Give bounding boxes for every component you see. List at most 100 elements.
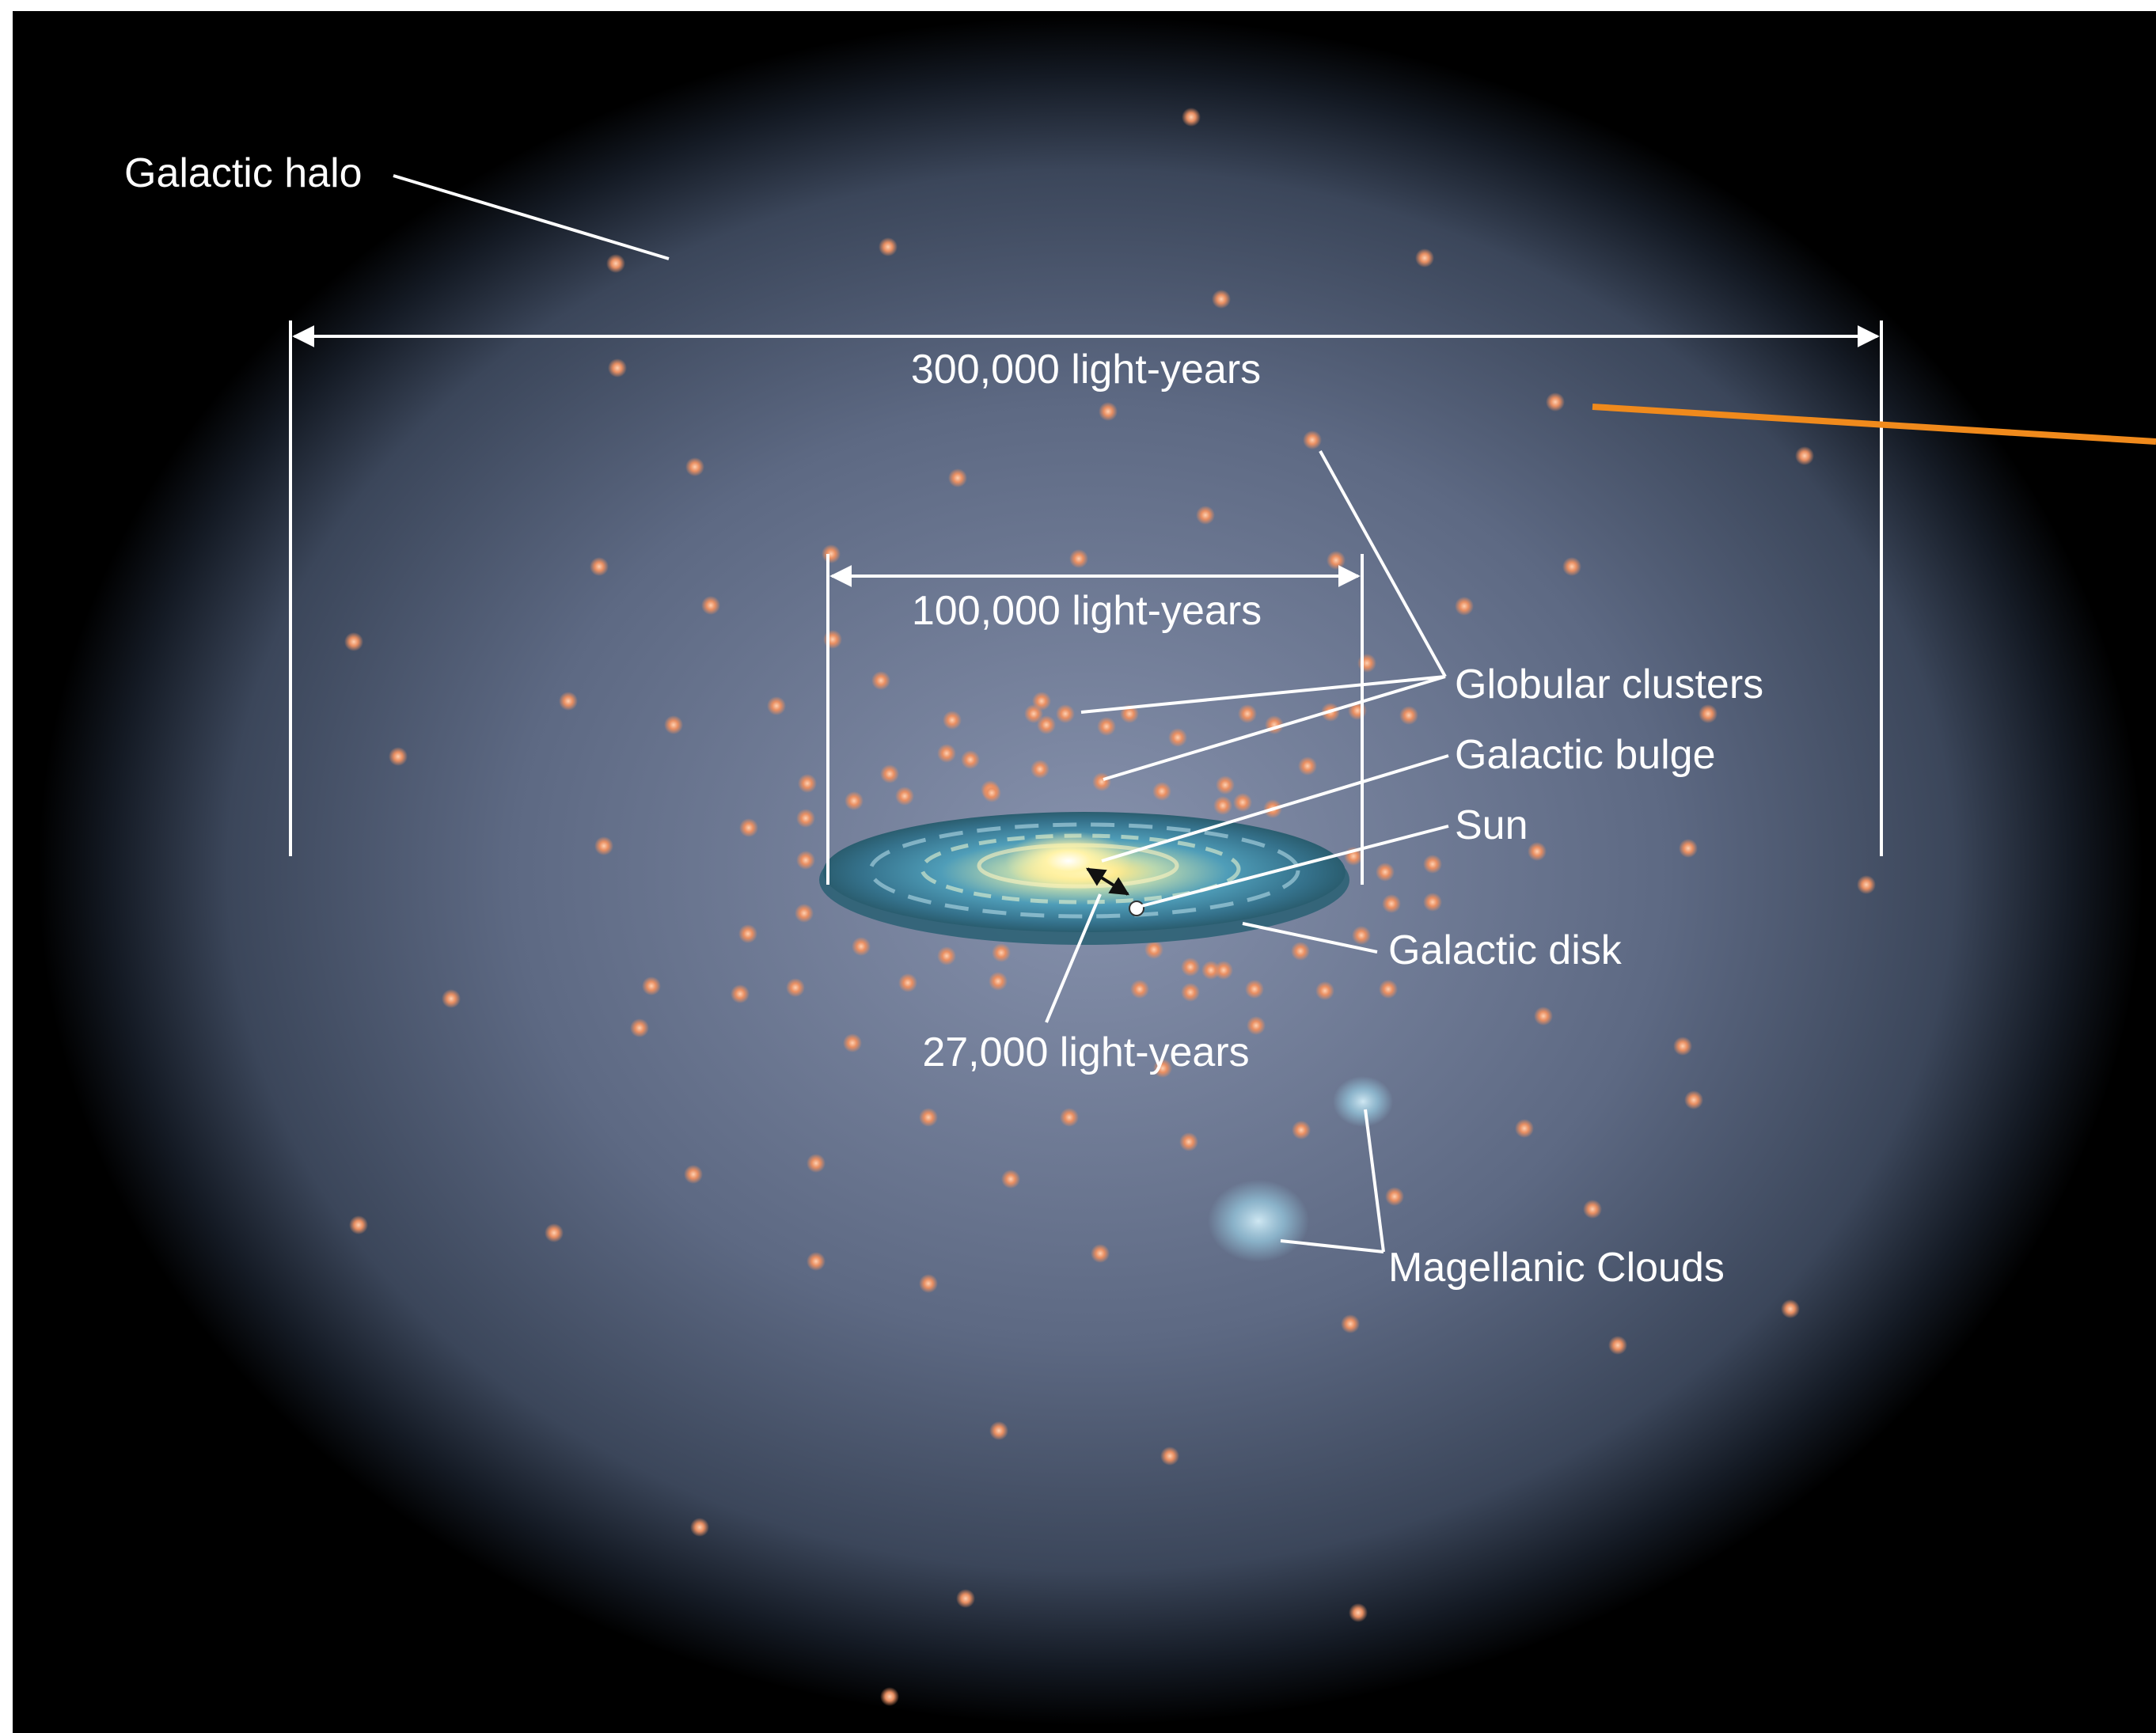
globular-cluster-dot (1534, 1007, 1553, 1026)
globular-cluster-dot (1179, 1132, 1198, 1151)
globular-cluster-dot (948, 468, 967, 487)
globular-cluster-dot (1024, 704, 1043, 723)
galactic-bulge-glow (1005, 831, 1132, 891)
globular-cluster-dot (442, 989, 461, 1008)
distance-27k-leader-line (1045, 893, 1102, 1023)
globular-cluster-dot (1298, 757, 1317, 775)
globular-cluster-dot (1247, 1016, 1266, 1035)
globular-cluster-dot (1385, 1187, 1404, 1206)
globular-cluster-dot (961, 750, 980, 769)
globular-cluster-dot (1092, 772, 1111, 791)
globular-cluster-dot (344, 632, 363, 651)
globular-cluster-dot (943, 711, 962, 730)
sun-distance-arrow (1085, 867, 1130, 896)
globular-cluster-dot (1001, 1170, 1020, 1189)
galactic-halo-label: Galactic halo (124, 150, 362, 196)
globular-cluster-dot (739, 818, 758, 837)
magellanic-leader-large (1280, 1239, 1384, 1253)
globular-cluster-dot (992, 943, 1011, 962)
globular-cluster-dot (1379, 980, 1398, 999)
globular-cluster-dot (1327, 551, 1346, 570)
globular-cluster-dot (731, 984, 750, 1003)
globular-cluster-dot (879, 237, 898, 256)
globular-cluster-dot (1056, 704, 1075, 723)
globular-cluster-dot (1060, 1108, 1079, 1127)
globular-cluster-dot (1238, 704, 1257, 723)
globular-cluster-dot (796, 851, 815, 870)
globular-cluster-dot (1160, 1447, 1179, 1466)
globular-cluster-dot (1303, 430, 1322, 449)
sun-leader-line (1141, 825, 1449, 908)
globular-cluster-dot (871, 671, 890, 690)
globular-cluster-dot (1181, 958, 1200, 976)
globular-cluster-dot (919, 1274, 938, 1293)
globular-cluster-dot (1168, 728, 1187, 747)
globular-cluster-dot (796, 809, 815, 828)
halo-leader-line (393, 174, 670, 260)
globular-cluster-dot (895, 787, 914, 806)
globular-cluster-dot (1130, 980, 1149, 999)
globular-cluster-dot (880, 764, 899, 783)
globular-cluster-dot (642, 976, 661, 995)
globular-cluster-dot (822, 544, 841, 563)
galactic-disk-label: Galactic disk (1388, 927, 1623, 973)
globular-cluster-dot (1415, 248, 1434, 267)
globular-cluster-dot (630, 1018, 649, 1037)
globular-cluster-dot (898, 973, 917, 992)
globular-cluster-dot (1037, 715, 1056, 734)
globular-cluster-dot (1144, 940, 1163, 959)
globular-cluster-dot (1091, 1244, 1110, 1263)
globular-cluster-dot (1153, 1059, 1172, 1078)
globular-cluster-dot (1152, 782, 1171, 801)
globular-cluster-dot (989, 972, 1008, 991)
sun-label: Sun (1455, 802, 1528, 848)
globular-cluster-dot (880, 1687, 899, 1706)
globular-cluster-dot (1069, 549, 1088, 568)
globular-cluster-dot (1182, 108, 1201, 127)
globular-cluster-dot (982, 783, 1001, 802)
globular-cluster-dot (1679, 839, 1698, 858)
globular-clusters-label: Globular clusters (1455, 662, 1763, 707)
globular-cluster-dot (1099, 402, 1118, 421)
globular-cluster-dot (919, 1108, 938, 1127)
globular-cluster-dot (1212, 290, 1231, 309)
globular-cluster-dot (795, 904, 814, 923)
globular-cluster-dot (389, 747, 408, 766)
large-magellanic-cloud (1208, 1180, 1309, 1262)
globular-cluster-dot (1562, 557, 1581, 576)
small-magellanic-cloud (1333, 1076, 1393, 1127)
globular-cluster-dot (1031, 760, 1050, 779)
globular-cluster-dot (684, 1165, 703, 1184)
globular-cluster-dot (1097, 717, 1116, 736)
span-300k-label: 300,000 light-years (911, 347, 1261, 392)
globular-cluster-dot (1673, 1037, 1692, 1056)
globular-cluster-dot (738, 924, 757, 943)
globular-cluster-dot (594, 836, 613, 855)
globular-cluster-dot (852, 937, 871, 956)
globular-cluster-dot (1349, 1603, 1368, 1622)
globular-cluster-dot (1181, 983, 1200, 1002)
globular-cluster-dot (685, 457, 704, 476)
globular-cluster-dot (1216, 775, 1235, 794)
globular-cluster-dot (937, 946, 956, 965)
globular-cluster-dot (608, 358, 627, 377)
globular-cluster-dot (1357, 654, 1376, 673)
globular-cluster-dot (845, 791, 864, 810)
disk-leader-line (1242, 922, 1378, 954)
globular-leader-low (1103, 675, 1446, 781)
globular-cluster-dot (545, 1223, 564, 1242)
globular-cluster-dots (344, 108, 1876, 1706)
globular-cluster-dot (1455, 597, 1474, 616)
magellanic-clouds-label: Magellanic Clouds (1388, 1245, 1725, 1291)
globular-cluster-dot (767, 696, 786, 715)
globular-cluster-dot (1382, 894, 1401, 913)
globular-cluster-dot (1528, 842, 1547, 861)
globular-cluster-dot (1699, 704, 1718, 723)
globular-cluster-dot (1608, 1336, 1627, 1355)
globular-cluster-dot (1245, 980, 1264, 999)
globular-cluster-dot (349, 1215, 368, 1234)
span-100k-label: 100,000 light-years (912, 588, 1262, 634)
bulge-leader-line (1101, 754, 1449, 863)
